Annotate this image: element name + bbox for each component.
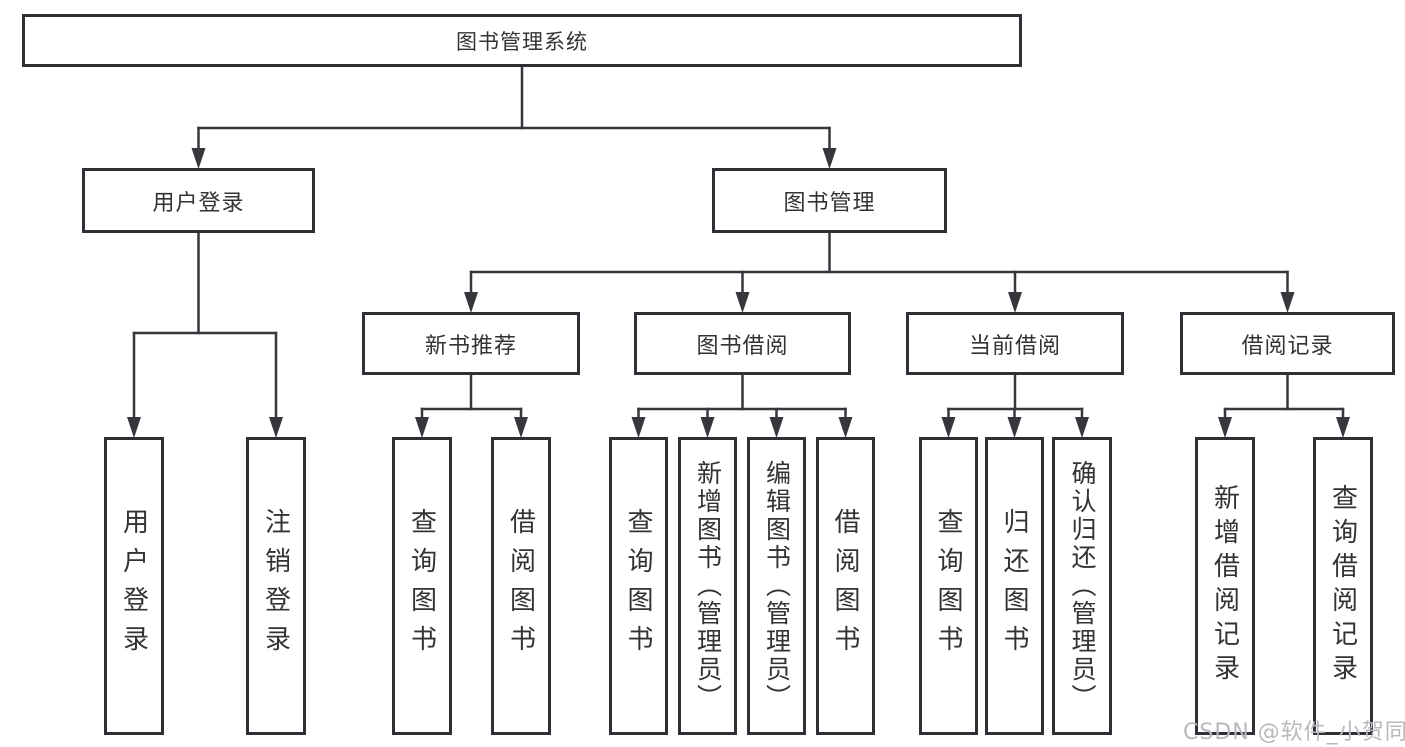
arrowhead-icon xyxy=(735,292,750,313)
node-root: 图书管理系统 xyxy=(22,14,1022,67)
node-label: 借阅图书 xyxy=(505,508,536,664)
arrowhead-icon xyxy=(631,417,646,438)
node-label: 新书推荐 xyxy=(424,333,517,359)
connector-group-book-mgmt xyxy=(464,231,1295,313)
node-label: 图书管理系统 xyxy=(456,29,588,54)
arrowhead-icon xyxy=(700,417,715,438)
node-label: 编辑图书（管理员） xyxy=(762,460,792,712)
node-label: 借阅记录 xyxy=(1241,333,1334,359)
node-label: 图书管理 xyxy=(783,190,876,216)
node-new-book-rec: 新书推荐 xyxy=(362,312,580,375)
node-nbr-query: 查询图书 xyxy=(392,437,452,735)
connector-group-current-borrow xyxy=(941,373,1089,438)
arrowhead-icon xyxy=(191,148,206,169)
node-book-mgmt: 图书管理 xyxy=(712,168,947,233)
arrowhead-icon xyxy=(269,417,283,438)
connector-group-root xyxy=(191,65,837,169)
arrowhead-icon xyxy=(1008,292,1022,313)
node-label: 借阅图书 xyxy=(830,508,860,664)
node-label: 归还图书 xyxy=(999,508,1029,664)
node-label: 查询图书 xyxy=(623,508,653,664)
node-label: 查询图书 xyxy=(406,508,437,664)
node-user-login: 用户登录 xyxy=(82,168,315,233)
arrowhead-icon xyxy=(1218,417,1232,438)
node-bb-borrow: 借阅图书 xyxy=(816,437,875,735)
node-label: 图书借阅 xyxy=(696,333,789,359)
node-book-borrow: 图书借阅 xyxy=(634,312,851,375)
arrowhead-icon xyxy=(127,417,141,438)
arrowhead-icon xyxy=(1336,417,1350,438)
node-cb-query: 查询图书 xyxy=(919,437,978,735)
arrowhead-icon xyxy=(464,292,478,313)
node-bb-edit: 编辑图书（管理员） xyxy=(747,437,806,735)
arrowhead-icon xyxy=(415,417,429,438)
node-cb-confirm: 确认归还（管理员） xyxy=(1052,437,1112,735)
node-br-query: 查询借阅记录 xyxy=(1313,437,1373,735)
node-label: 用户登录 xyxy=(118,508,149,664)
node-current-borrow: 当前借阅 xyxy=(906,312,1124,375)
arrowhead-icon xyxy=(1280,292,1295,313)
node-label: 注销登录 xyxy=(260,508,291,664)
node-bb-add: 新增图书（管理员） xyxy=(678,437,737,735)
arrowhead-icon xyxy=(838,417,853,438)
node-label: 新增借阅记录 xyxy=(1209,484,1240,688)
arrowhead-icon xyxy=(941,417,956,438)
node-cb-return: 归还图书 xyxy=(985,437,1044,735)
node-nbr-borrow: 借阅图书 xyxy=(491,437,551,735)
node-label: 确认归还（管理员） xyxy=(1068,460,1097,712)
node-label: 当前借阅 xyxy=(968,333,1061,359)
node-label: 查询借阅记录 xyxy=(1327,484,1358,688)
arrowhead-icon xyxy=(1075,417,1089,438)
node-label: 查询图书 xyxy=(933,508,963,664)
arrowhead-icon xyxy=(822,148,837,169)
node-borrow-records: 借阅记录 xyxy=(1180,312,1395,375)
node-user-login-leaf: 用户登录 xyxy=(104,437,164,735)
connector-group-book-borrow xyxy=(631,373,853,438)
arrowhead-icon xyxy=(514,417,528,438)
connector-group-new-book-rec xyxy=(415,373,528,438)
node-br-add: 新增借阅记录 xyxy=(1195,437,1255,735)
node-logout: 注销登录 xyxy=(246,437,306,735)
connector-group-borrow-records xyxy=(1218,373,1350,438)
connector-group-user-login xyxy=(127,231,283,438)
node-label: 用户登录 xyxy=(152,190,245,216)
arrowhead-icon xyxy=(1007,417,1022,438)
watermark: CSDN @软件_小贺同学 xyxy=(1183,720,1405,745)
node-label: 新增图书（管理员） xyxy=(693,460,723,712)
node-bb-query: 查询图书 xyxy=(609,437,668,735)
arrowhead-icon xyxy=(769,417,784,438)
